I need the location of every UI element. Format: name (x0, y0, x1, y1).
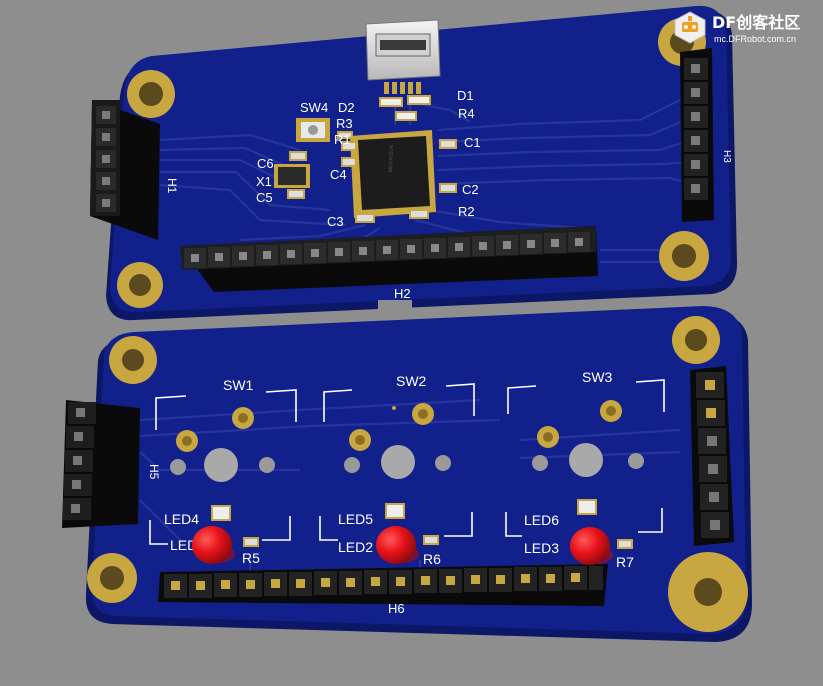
label-d1: D1 (457, 88, 474, 103)
top-mount-holes (117, 18, 709, 308)
switch-sw3-footprint (507, 379, 665, 477)
top-board: MEGA32U4 SW4 D (90, 5, 738, 321)
header-h3 (680, 48, 714, 222)
label-h6: H6 (388, 601, 405, 616)
led-covers (192, 526, 610, 565)
svg-text:MEGA32U4: MEGA32U4 (388, 145, 395, 172)
label-sw4: SW4 (300, 100, 328, 115)
label-h3: H3 (721, 150, 732, 163)
label-led5: LED5 (338, 511, 373, 527)
label-c6: C6 (257, 156, 274, 171)
usb-connector (365, 19, 441, 94)
label-h1: H1 (165, 178, 179, 194)
label-sw1: SW1 (223, 377, 254, 393)
label-sw2: SW2 (396, 373, 427, 389)
label-d2: D2 (338, 100, 355, 115)
label-r2: R2 (458, 204, 475, 219)
label-led2: LED2 (338, 539, 373, 555)
top-traces (159, 94, 691, 264)
watermark: DF创客社区 mc.DFRobot.com.cn (672, 8, 817, 48)
led-outlines (149, 508, 663, 545)
header-h1 (90, 100, 160, 240)
label-c3: C3 (327, 214, 344, 229)
header-h5 (62, 400, 140, 528)
bottom-mount-holes (87, 316, 748, 632)
switch-sw2-footprint (323, 383, 475, 479)
switch-sw1-footprint (155, 389, 297, 482)
label-c5: C5 (256, 190, 273, 205)
label-c1: C1 (464, 135, 481, 150)
label-led6: LED6 (524, 512, 559, 528)
label-r6: R6 (423, 551, 441, 567)
header-h2 (180, 226, 598, 292)
top-smd-parts (287, 95, 457, 223)
header-h6 (158, 564, 608, 606)
label-c2: C2 (462, 182, 479, 197)
label-r3: R3 (336, 116, 353, 131)
bottom-board: SW1 SW2 SW3 H5 H6 LED4 LED5 LED6 LED1 LE… (62, 306, 752, 642)
watermark-url: mc.DFRobot.com.cn (714, 34, 797, 44)
sw4-switch (296, 118, 330, 142)
label-led3: LED3 (524, 540, 559, 556)
label-r7: R7 (616, 554, 634, 570)
header-right-bottom (690, 366, 734, 546)
label-sw3: SW3 (582, 369, 613, 385)
mcu-chip: MEGA32U4 (350, 130, 436, 218)
label-x1: X1 (256, 174, 272, 189)
label-r4: R4 (458, 106, 475, 121)
crystal-x1 (274, 164, 310, 188)
smd-leds (211, 499, 633, 549)
label-c4: C4 (330, 167, 347, 182)
label-led4: LED4 (164, 511, 199, 527)
label-h5: H5 (147, 464, 161, 480)
board-gap-tab (378, 300, 412, 314)
label-r1: R1 (334, 132, 351, 147)
label-h2: H2 (394, 286, 411, 301)
label-r5: R5 (242, 550, 260, 566)
dfrobot-logo-icon (674, 11, 706, 44)
watermark-title: DF创客社区 (712, 13, 801, 32)
